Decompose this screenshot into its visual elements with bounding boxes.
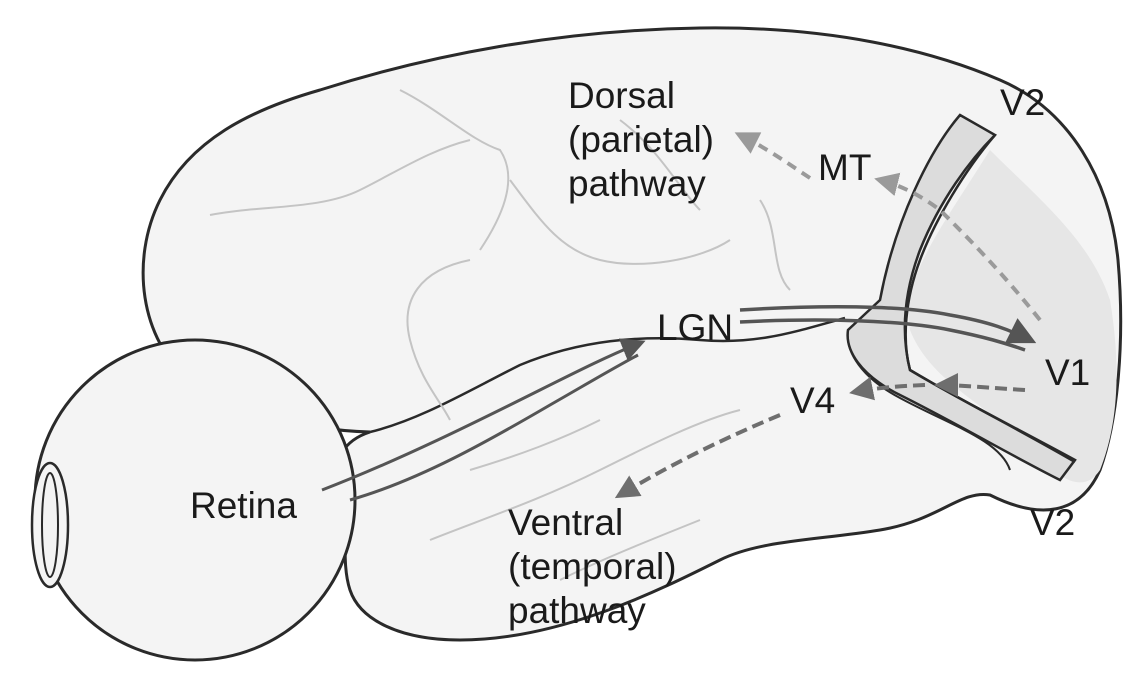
label-v2-top: V2 xyxy=(1000,82,1045,123)
label-retina: Retina xyxy=(190,485,297,526)
label-ventral-line2: (temporal) xyxy=(508,546,677,587)
label-v2-bottom: V2 xyxy=(1030,502,1075,543)
eye-cornea xyxy=(32,463,68,587)
label-ventral-line3: pathway xyxy=(508,590,646,631)
label-v1: V1 xyxy=(1045,352,1090,393)
label-dorsal-line1: Dorsal xyxy=(568,75,675,116)
label-ventral-line1: Ventral xyxy=(508,502,623,543)
label-mt: MT xyxy=(818,147,871,188)
label-v4: V4 xyxy=(790,380,835,421)
label-dorsal-line3: pathway xyxy=(568,163,706,204)
label-dorsal-line2: (parietal) xyxy=(568,119,714,160)
label-lgn: LGN xyxy=(657,307,733,348)
